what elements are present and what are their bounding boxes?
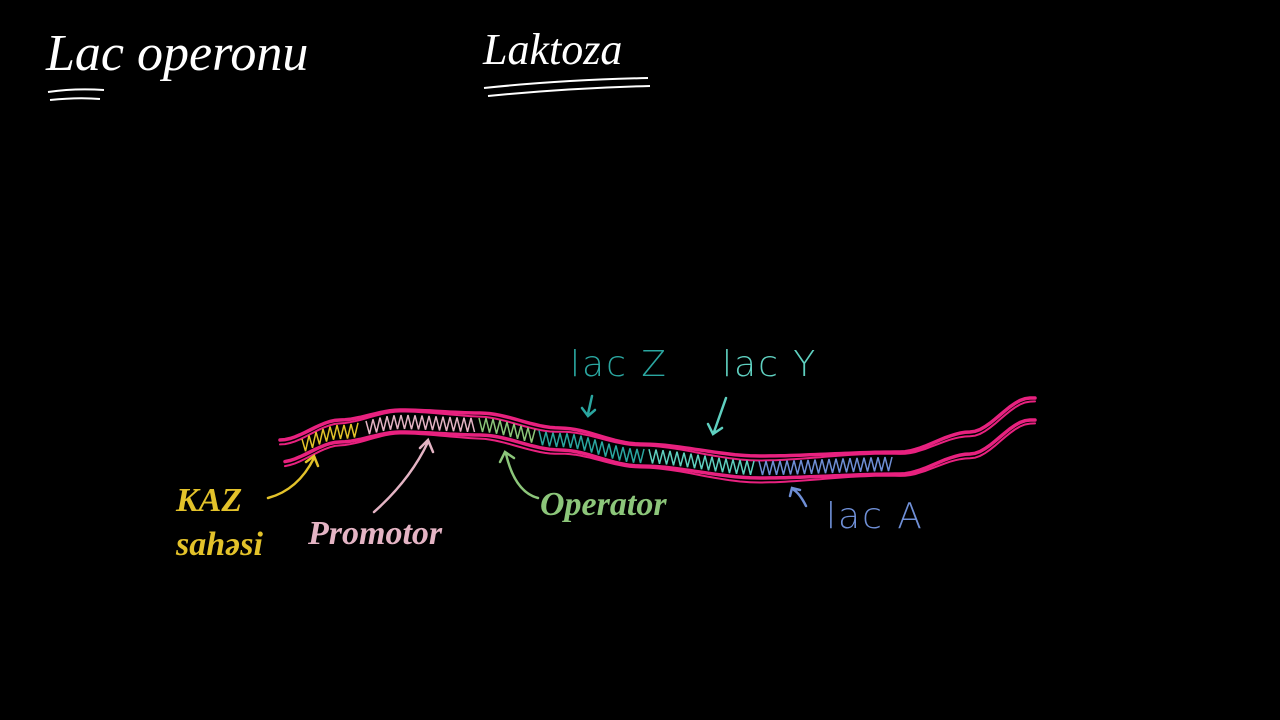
segment-lacA [758, 456, 893, 476]
label-cap-site-line2: sahəsi [176, 526, 263, 563]
dna-top-strand [279, 400, 1036, 462]
arrow-operator [498, 450, 540, 500]
title-lac-operon: Lac operonu [46, 25, 309, 82]
label-lacA: lac A [826, 496, 924, 537]
laktoza-underline [483, 77, 651, 97]
segment-lacZ [538, 430, 645, 464]
dna-bottom-strand [283, 418, 1037, 480]
arrow-promoter [372, 437, 435, 514]
arrow-cap-site [266, 454, 320, 500]
dna-top-strand [278, 396, 1037, 458]
label-cap-site-line1: KAZ [176, 482, 243, 519]
label-promoter: Promotor [308, 515, 443, 552]
arrow-lacY [706, 396, 728, 436]
segment-lacY [648, 449, 755, 475]
arrows [266, 394, 808, 514]
segment-operator [478, 417, 536, 443]
title-lactose: Laktoza [483, 25, 623, 74]
segment-cap [301, 422, 359, 452]
dna-strands [278, 396, 1037, 484]
label-lacY: lac Y [722, 344, 818, 385]
arrow-lacZ [580, 394, 597, 418]
label-operator: Operator [540, 486, 667, 523]
segment-promoter [365, 414, 476, 435]
arrow-lacA [788, 486, 808, 508]
dna-bottom-strand [284, 422, 1036, 484]
label-lacZ: lac Z [570, 344, 668, 385]
gene-segments [301, 414, 893, 476]
title-underline [47, 88, 105, 101]
